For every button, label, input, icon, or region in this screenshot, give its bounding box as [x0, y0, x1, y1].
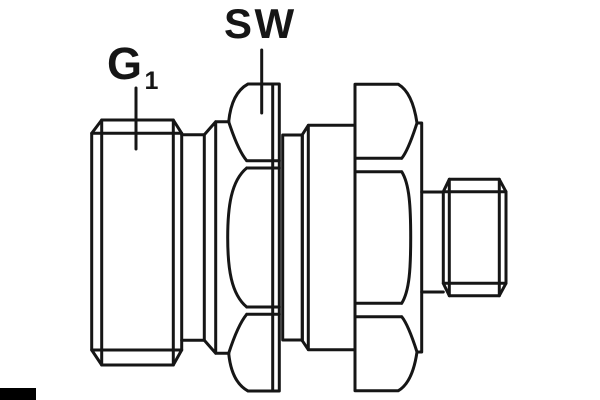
g1-label: G: [107, 38, 142, 89]
neck-lines: [180, 133, 206, 342]
locknut-ring: [300, 123, 357, 352]
hex1-facet-lines: [226, 120, 281, 355]
locknut-lines: [300, 123, 357, 352]
hex-body-rear: [353, 82, 424, 393]
washer-outline: [281, 133, 304, 342]
right-neck: [420, 190, 445, 294]
washer-ring: [281, 133, 304, 342]
hex2-outline: [353, 82, 424, 393]
watermark-fragment: [0, 388, 36, 400]
stud-outline: [441, 177, 508, 298]
leader-lines: [134, 48, 264, 151]
sw-label: SW: [224, 0, 297, 47]
hex-nut-sw: [226, 82, 281, 393]
cylinder-outline: [90, 118, 184, 367]
g1-subscript: 1: [145, 67, 159, 95]
male-stud-thread: [441, 177, 508, 298]
hex2-facet-lines: [353, 121, 419, 354]
fitting-linework: [90, 48, 508, 393]
cylinder-edge-lines: [90, 118, 184, 367]
g1-thread-cylinder: [90, 118, 184, 367]
stud-edge-lines: [441, 177, 508, 298]
chamfer-lines: [202, 120, 231, 355]
right-neck-lines: [420, 190, 445, 294]
labels: G 1 SW: [107, 0, 297, 95]
left-neck-and-chamfer: [180, 120, 231, 355]
hex1-outline: [227, 82, 281, 393]
